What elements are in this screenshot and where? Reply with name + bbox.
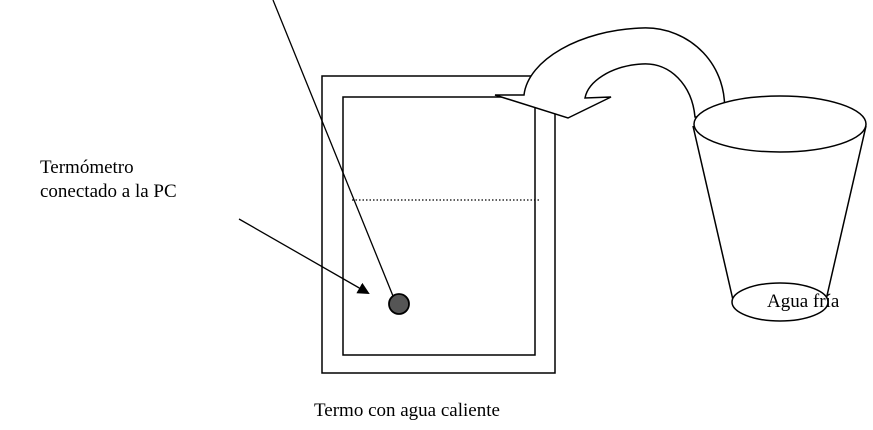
thermometer-probe (388, 293, 410, 315)
thermometer-label: Termómetro conectado a la PC (40, 156, 177, 204)
thermos-inner-wall (342, 96, 536, 356)
diagram-caption: Termo con agua caliente (314, 400, 500, 421)
thermometer-label-line1: Termómetro (40, 157, 134, 178)
thermos-outer-wall (321, 75, 556, 374)
thermometer-label-line2: conectado a la PC (40, 181, 177, 202)
cold-water-label: Agua fría (767, 291, 840, 312)
thermometer-pointer-arrow (238, 218, 370, 294)
cold-water-cup-base (731, 282, 829, 322)
cold-water-cup-rim (693, 95, 867, 153)
pour-arrow (494, 27, 726, 119)
thermometer-cable (272, 0, 394, 297)
